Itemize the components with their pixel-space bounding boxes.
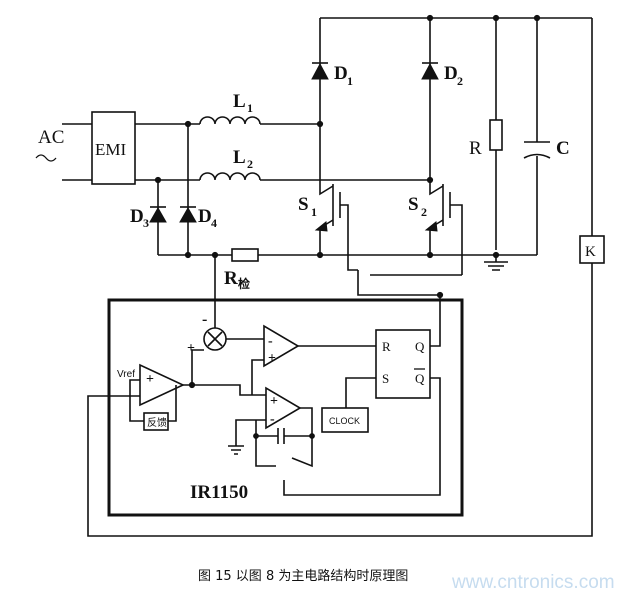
d3-subscript: 3 — [143, 216, 149, 230]
gate-drive-s1 — [357, 270, 441, 338]
rsense-label: R — [224, 268, 238, 289]
svg-text:R: R — [382, 339, 391, 354]
svg-text:+: + — [268, 351, 276, 366]
diode-columns — [319, 18, 431, 180]
vea-output-wire — [183, 349, 266, 396]
c-label: C — [556, 138, 570, 159]
emi-label: EMI — [95, 140, 127, 159]
output-capacitor: C — [523, 18, 570, 255]
rs-flipflop: R S Q Q — [375, 329, 431, 399]
reset-switch — [255, 436, 313, 468]
svg-text:-: - — [270, 412, 275, 427]
vref-label: Vref — [117, 369, 135, 380]
inductor-l2: L 2 — [199, 147, 261, 181]
diode-d4: D 4 — [179, 206, 217, 230]
l2-label: L — [233, 147, 246, 168]
d2-label: D — [444, 63, 458, 84]
l1-subscript: 1 — [247, 101, 253, 115]
svg-text:-: - — [202, 311, 207, 328]
svg-text:Q: Q — [415, 371, 425, 386]
svg-text:+: + — [146, 372, 154, 387]
r-label: R — [469, 138, 482, 159]
ir1150-label: IR1150 — [190, 482, 248, 503]
clock-label: CLOCK — [329, 416, 360, 426]
svg-text:Q: Q — [415, 339, 425, 354]
feedback-block: 反馈 — [129, 379, 177, 431]
switch-s2: S 2 — [408, 180, 463, 275]
bridge-wires — [157, 124, 189, 255]
svg-text:+: + — [270, 394, 278, 409]
d4-subscript: 4 — [211, 216, 217, 230]
inductor-output-wires — [260, 123, 430, 181]
ac-source: AC — [35, 127, 64, 162]
load-resistor: R — [469, 18, 503, 250]
inductor-l1: L 1 — [199, 91, 261, 125]
integrator-amp: + - — [265, 386, 302, 430]
diode-d1: D 1 — [311, 62, 353, 88]
svg-text:+: + — [187, 341, 195, 356]
integrator-ground-symbol — [228, 445, 244, 455]
comp-plus-wire — [251, 359, 264, 395]
clock-block: CLOCK — [321, 407, 369, 433]
diode-d3: D 3 — [130, 206, 167, 230]
ir1150-block — [107, 298, 464, 517]
s2-label: S — [408, 194, 419, 215]
ac-input-wires — [62, 123, 92, 181]
current-comparator: - + — [263, 324, 300, 368]
watermark: www.cntronics.com — [451, 572, 615, 593]
integrator-ground-wire — [235, 419, 266, 446]
k-block: K — [579, 235, 605, 264]
integrator-cap — [277, 428, 285, 444]
ground-symbol — [484, 255, 508, 271]
voltage-feedback-wire — [87, 18, 593, 537]
d3-label: D — [130, 206, 144, 227]
qbar-reset-wire — [283, 377, 441, 496]
ac-label: AC — [38, 127, 64, 148]
clock-to-s-wire — [345, 377, 376, 408]
diode-d2: D 2 — [421, 62, 463, 88]
switch-s1: S 1 — [298, 124, 358, 271]
voltage-error-amp: Vref + — [117, 363, 185, 407]
d1-subscript: 1 — [347, 74, 353, 88]
s1-subscript: 1 — [311, 205, 317, 219]
emi-output-wires — [135, 123, 200, 181]
svg-text:-: - — [268, 334, 273, 349]
l2-subscript: 2 — [247, 157, 253, 171]
d2-subscript: 2 — [457, 74, 463, 88]
svg-text:S: S — [382, 371, 389, 386]
figure-caption: 图 15 以图 8 为主电路结构时原理图 — [198, 568, 408, 584]
feedback-label: 反馈 — [147, 416, 167, 429]
s1-label: S — [298, 194, 309, 215]
l1-label: L — [233, 91, 246, 112]
s2-subscript: 2 — [421, 205, 427, 219]
d1-label: D — [334, 63, 348, 84]
rsense-subscript: 检 — [238, 276, 250, 291]
k-label: K — [585, 244, 596, 260]
q-output-wire — [430, 338, 441, 347]
sense-resistor: R 检 — [224, 248, 259, 291]
d4-label: D — [198, 206, 212, 227]
emi-filter: EMI — [91, 111, 136, 185]
